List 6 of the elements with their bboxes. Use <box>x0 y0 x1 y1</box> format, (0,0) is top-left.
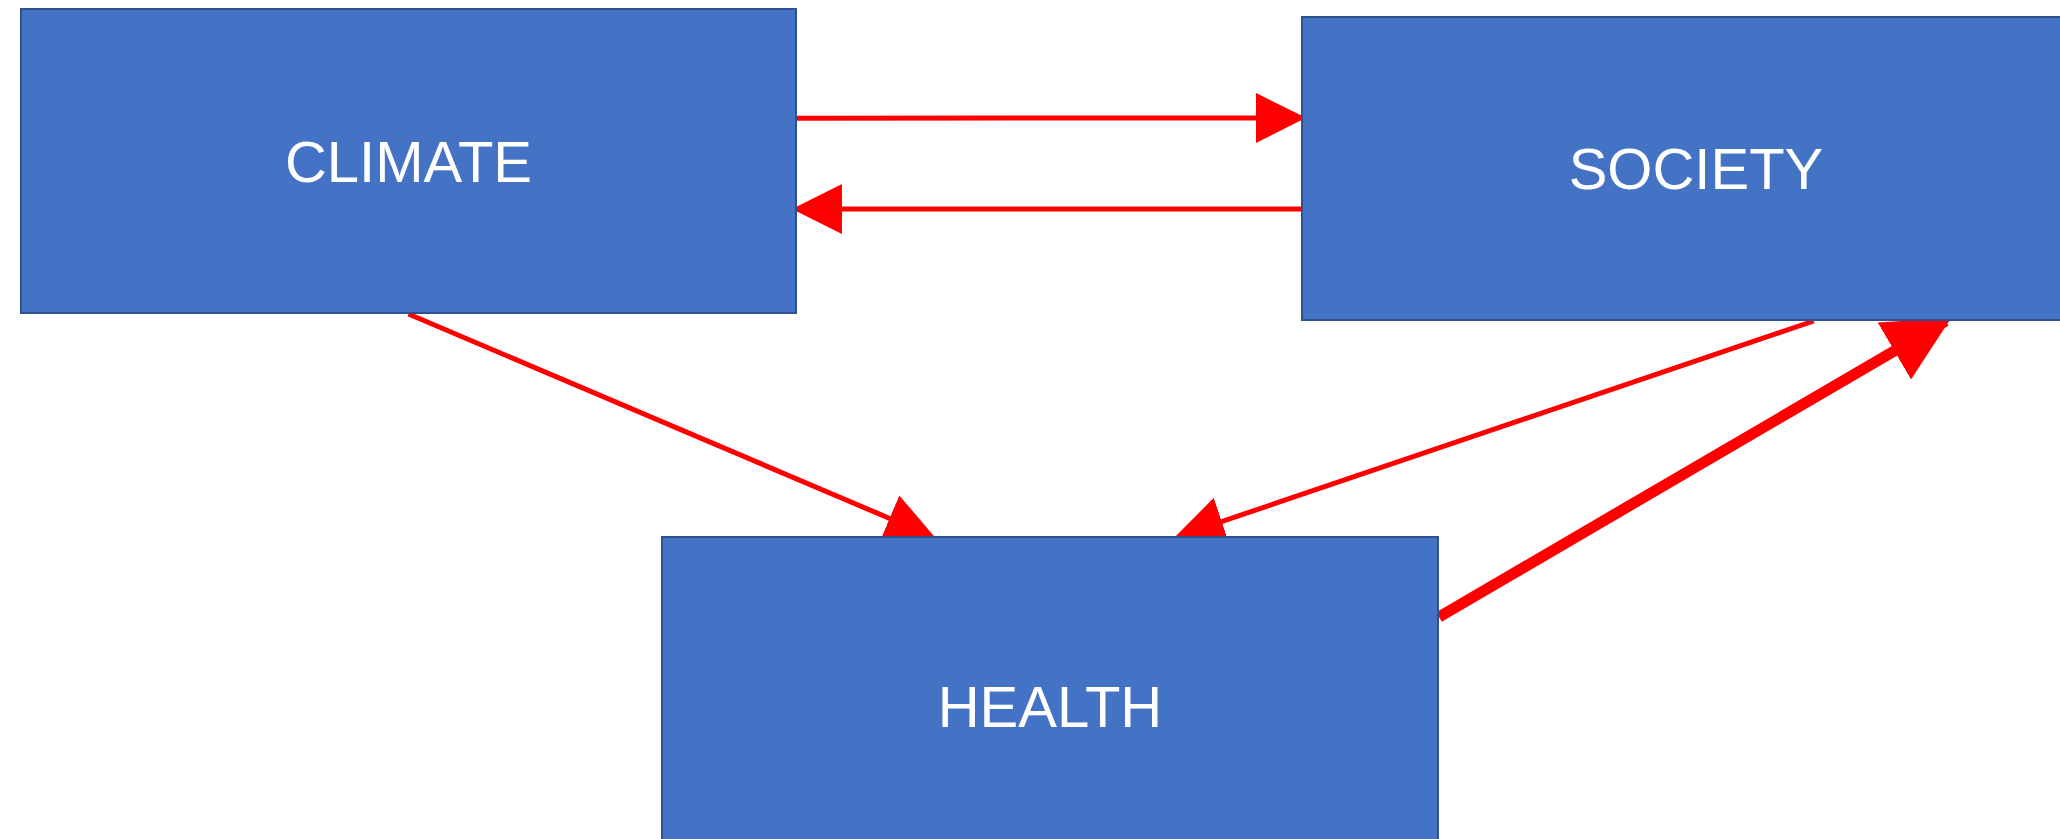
process-box <box>661 536 1439 839</box>
process-box <box>20 8 797 314</box>
box-label: CLIMATE <box>284 127 533 195</box>
box-label: HEALTH <box>937 672 1163 740</box>
process-box <box>1301 16 2060 321</box>
box-label: SOCIETY <box>1568 135 1824 202</box>
